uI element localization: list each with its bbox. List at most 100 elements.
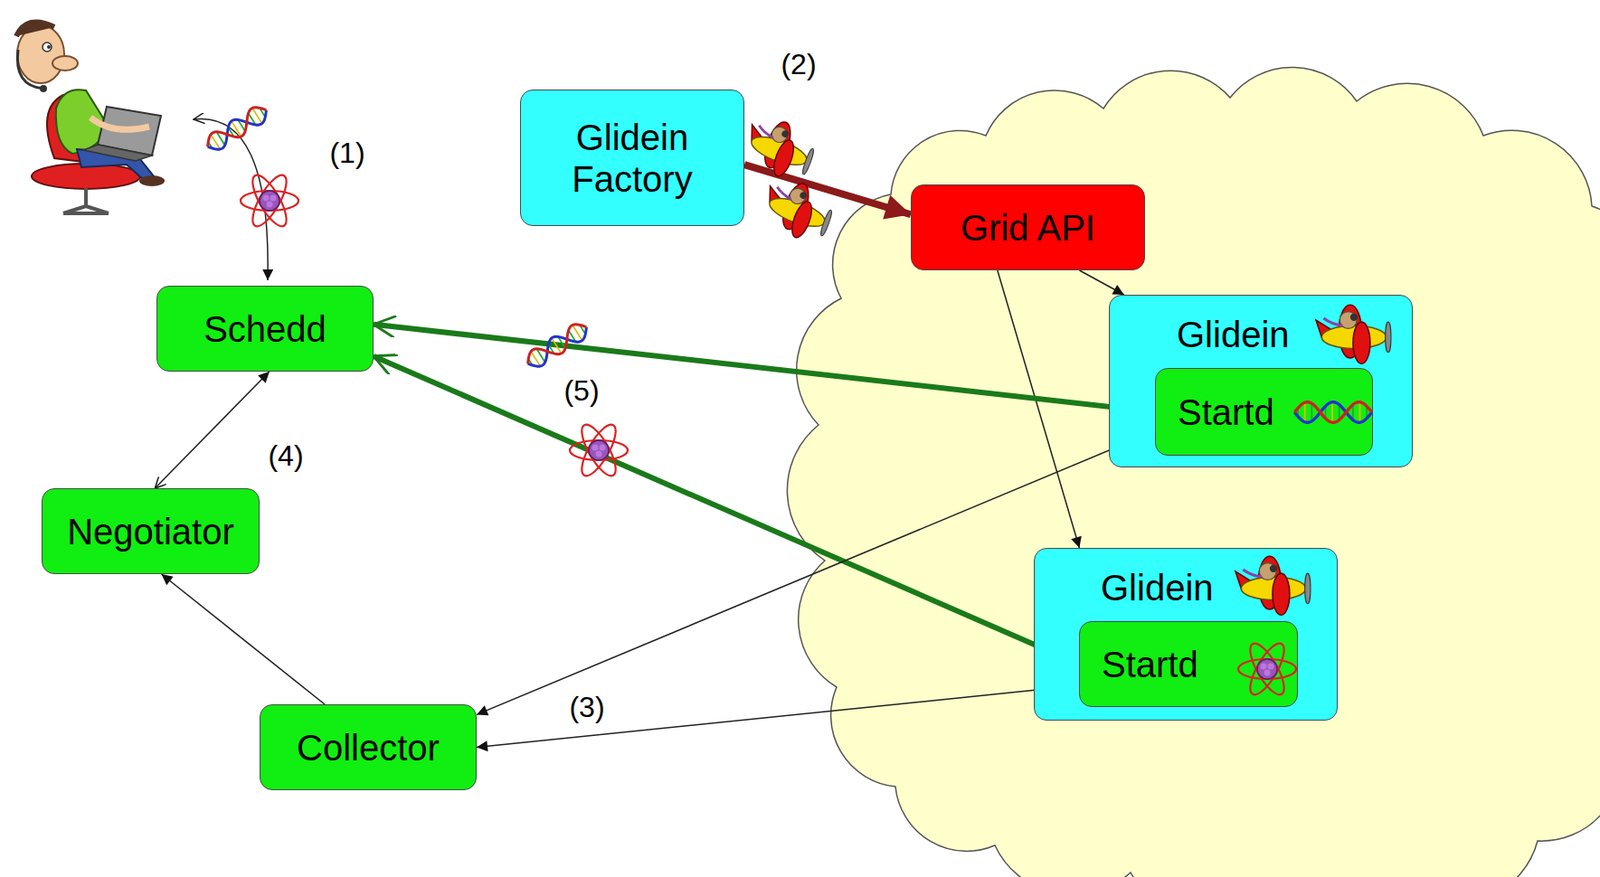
glidein-box: GlideinStartd	[1033, 548, 1338, 721]
connector	[154, 371, 269, 489]
plane-propeller	[819, 208, 834, 237]
atom-orbit	[1243, 639, 1290, 700]
dna-rung	[1304, 402, 1307, 423]
connector	[373, 324, 1156, 413]
daemon-box: Collector	[259, 704, 477, 791]
plane-tail	[1315, 320, 1332, 338]
illustration-part	[47, 45, 51, 49]
node-label: Glidein	[1176, 313, 1290, 356]
dna-strand	[522, 319, 592, 372]
atom-orbit	[575, 420, 622, 481]
plane-icon	[738, 112, 822, 186]
plane-body	[1240, 577, 1306, 600]
node-label: Startd	[1101, 643, 1199, 686]
illustration-part	[16, 21, 55, 37]
illustration-part	[17, 49, 44, 89]
daemon-box: Schedd	[156, 285, 374, 372]
plane-wing	[769, 137, 797, 179]
atom-particle	[1260, 663, 1268, 671]
connector	[373, 356, 1080, 665]
factory-box: Glidein Factory	[520, 89, 745, 227]
connector	[476, 685, 1080, 748]
atom-orbit	[575, 420, 622, 481]
atom-nucleus	[1257, 659, 1278, 680]
illustration-part	[63, 188, 109, 214]
plane-propeller	[801, 147, 816, 176]
connector	[744, 164, 911, 215]
atom-particle	[596, 451, 603, 458]
callout-number: (4)	[267, 439, 303, 474]
atom-orbit	[569, 440, 628, 461]
atom-orbit	[1243, 639, 1290, 700]
plane-propeller	[1385, 321, 1392, 353]
callout-number: (1)	[329, 136, 365, 171]
dna-strand	[1294, 402, 1373, 424]
illustration-part	[42, 42, 52, 52]
dna-rung	[1331, 402, 1334, 424]
atom-orbit	[246, 170, 293, 231]
pilot-goggles	[1269, 565, 1278, 573]
atom-particle	[263, 195, 270, 202]
glidein-box: GlideinStartd	[1108, 294, 1413, 468]
pilot-scarf	[1242, 569, 1262, 578]
connector	[997, 270, 1080, 549]
callout-number: (2)	[780, 47, 816, 82]
dna-icon	[522, 319, 592, 372]
dna-rung	[1310, 403, 1313, 422]
daemon-box: Startd	[1155, 368, 1373, 456]
atom-particle	[266, 201, 274, 209]
node-label: Glidein Factory	[534, 116, 730, 200]
plane-wing	[1338, 304, 1362, 359]
node-label: Glidein	[1100, 567, 1214, 609]
node-label: Negotiator	[66, 511, 235, 553]
daemon-box: Startd	[1079, 621, 1298, 708]
plane-wing	[1258, 556, 1281, 610]
pilot-goggles	[780, 129, 790, 139]
plane-wing	[1353, 321, 1371, 364]
dna-rung	[1297, 407, 1299, 417]
dna-strand	[202, 102, 272, 155]
illustration-part	[83, 144, 152, 161]
illustration-part	[39, 85, 48, 93]
illustration-part	[90, 117, 150, 130]
dna-rung	[1317, 410, 1320, 416]
atom-particle	[1268, 663, 1275, 671]
atom-particle	[270, 195, 277, 202]
illustration-part	[139, 175, 165, 187]
callout-number: (3)	[568, 691, 605, 725]
callout-number: (5)	[563, 374, 599, 408]
plane-icon	[1235, 556, 1311, 616]
atom-particle	[1264, 670, 1271, 677]
dna-rung	[1352, 405, 1354, 421]
dna-icon	[1294, 402, 1373, 424]
plane-body	[1321, 325, 1386, 349]
atom-orbit	[1238, 659, 1297, 680]
api-box: Grid API	[910, 184, 1146, 271]
atom-icon	[1238, 639, 1297, 700]
atom-orbit	[246, 170, 293, 231]
node-label: Collector	[296, 727, 440, 769]
atom-icon	[240, 170, 299, 231]
plane-icon	[757, 173, 840, 247]
atom-orbit	[240, 190, 299, 211]
connector	[1079, 270, 1124, 295]
node-label: Schedd	[203, 308, 327, 351]
dna-icon	[202, 102, 272, 155]
atom-nucleus	[259, 190, 280, 211]
atom-nucleus	[588, 440, 609, 461]
dna-rung	[1365, 406, 1368, 418]
atom-icon	[569, 420, 628, 481]
pilot-head	[769, 124, 790, 145]
pilot-goggles	[1350, 313, 1358, 322]
node-label: Grid API	[960, 207, 1096, 249]
atom-particle	[599, 444, 606, 452]
pilot-head	[787, 186, 808, 207]
pilot-goggles	[798, 190, 808, 200]
pilot-scarf	[757, 125, 776, 139]
plane-propeller	[1305, 573, 1311, 605]
plane-icon	[1315, 304, 1392, 364]
atom-particle	[592, 444, 599, 452]
daemon-box: Negotiator	[41, 488, 260, 575]
pilot-head	[1339, 312, 1357, 330]
